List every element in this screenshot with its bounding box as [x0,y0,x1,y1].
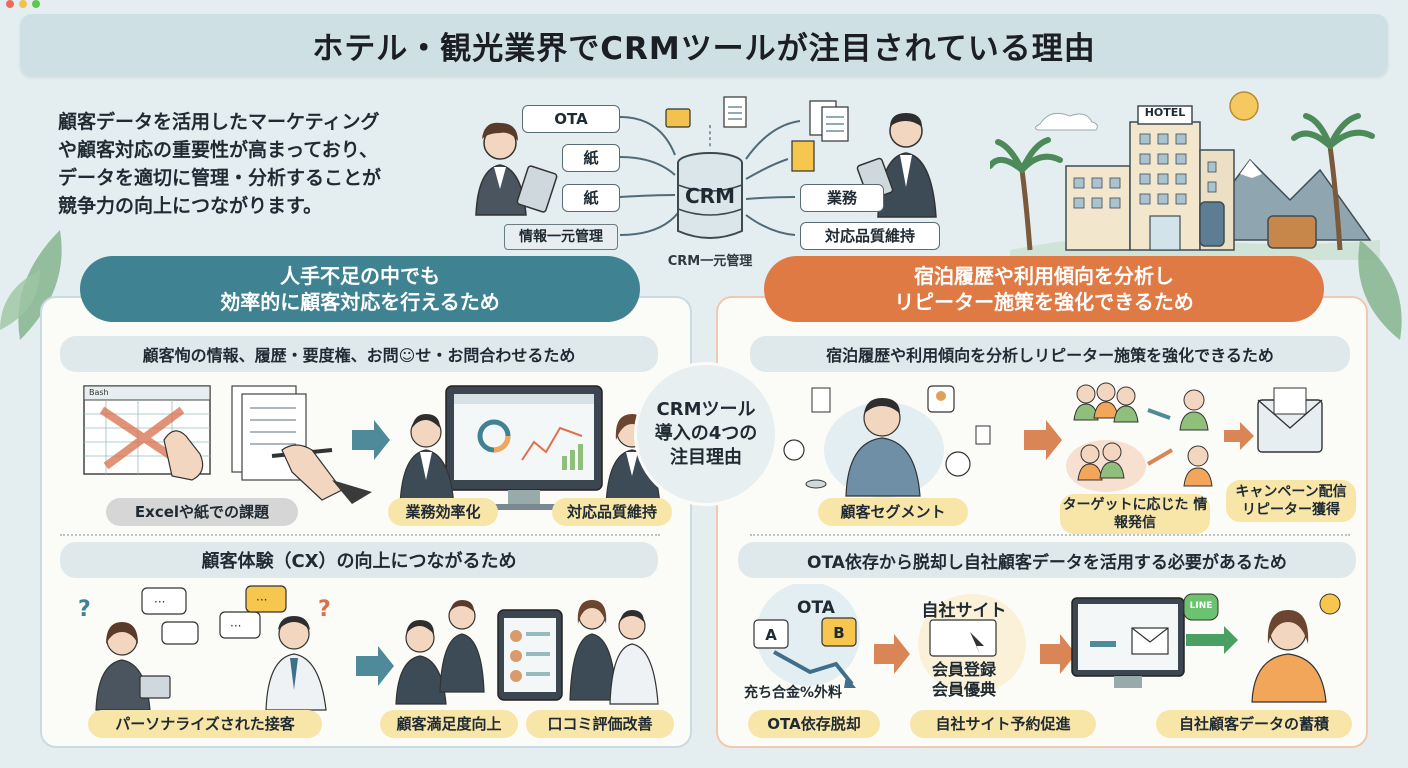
right-sec2-header: OTA依存から脱却し自社顧客データを活用する必要があるため [738,542,1356,578]
title-banner: ホテル・観光業界でCRMツールが注目されている理由 [20,14,1388,76]
db-caption: CRM一元管理 [667,254,753,269]
flow-output-quality: 対応品質維持 [800,222,940,250]
left-sec2-header: 顧客体験（CX）の向上につながるため [60,542,658,578]
fee-text: 充ち合金%外料 [744,685,843,701]
folder-icon [665,108,691,128]
document-icon [723,96,747,128]
window-controls [6,0,40,8]
center-line: CRMツール [656,399,756,420]
close-dot[interactable] [6,0,14,8]
tag-efficiency: 業務効率化 [388,498,498,526]
ota-a-label: A [765,626,777,644]
flow-output-operations: 業務 [800,184,884,212]
efficiency-illustration [83,385,661,510]
suitcase-icon [1199,201,1225,247]
arrow-right-icon [352,420,390,460]
minimize-dot[interactable] [19,0,27,8]
leaf-decoration-icon [1358,240,1402,340]
maximize-dot[interactable] [32,0,40,8]
tag-segment: 顧客セグメント [818,498,968,526]
intro-text: 顧客データを活用したマーケティング や顧客対応の重要性が高まっており、 データを… [58,108,458,220]
left-separator [60,534,660,536]
tag-satisfaction: 顧客満足度向上 [380,710,518,738]
customer-experience-illustration: ? ? ··· ··· ··· [78,585,659,711]
own-site-lines: 会員登録 会員優典 [904,660,1024,700]
tag-personalized: パーソナライズされた接客 [88,710,322,738]
speech-bubble-icon [141,587,187,615]
ota-independence-illustration [753,584,1341,703]
tag-excel-issues: Excelや紙での課題 [106,498,298,526]
customer-group-icon [1066,382,1146,492]
intro-line: 顧客データを活用したマーケティング [58,111,380,133]
decline-arrow-icon [773,650,854,686]
website-icon [929,619,997,657]
line-badge-label: LINE [1189,601,1213,611]
crm-flow-illustration [475,96,937,239]
sun-icon [1229,91,1259,121]
flow-input-ota: OTA [522,105,620,133]
tag-ota-exit: OTA依存脱却 [748,710,880,738]
tag-targeted-info: ターゲットに応じた 情報発信 [1060,494,1210,534]
own-site-title: 自社サイト [921,601,1007,621]
intro-line: データを適切に管理・分析することが [58,167,382,189]
svg-text:?: ? [318,597,331,622]
segmentation-illustration [783,382,1323,498]
flow-label-unified: 情報一元管理 [504,224,618,250]
intro-line: 競争力の向上につながります。 [58,195,323,217]
ota-b-label: B [833,624,845,642]
svg-text:···: ··· [230,619,241,633]
intro-line: や顧客対応の重要性が高まっており、 [58,139,378,161]
ota-title: OTA [797,598,835,618]
svg-text:···: ··· [256,593,267,607]
right-banner-line: 宿泊履歴や利用傾向を分析し [914,264,1174,288]
right-sec1-header: 宿泊履歴や利用傾向を分析しリピーター施策を強化できるため [750,336,1350,372]
flow-input-paper-2: 紙 [562,184,620,212]
coin-icon [783,439,805,461]
smile-emoji-icon [1319,593,1341,615]
arrow-right-icon [1024,420,1062,460]
center-line: 注目理由 [670,447,742,468]
leaf-decoration-icon [0,230,62,340]
tag-campaign: キャンペーン配信 リピーター獲得 [1226,480,1356,522]
tag-reviews: 口コミ評価改善 [526,710,674,738]
document-icon [811,387,831,413]
line-app-icon [1183,593,1219,621]
center-reasons-circle: CRMツール 導入の4つの 注目理由 [634,362,778,506]
crm-database-icon [677,152,743,239]
center-line: 導入の4つの [654,423,758,444]
flow-input-paper-1: 紙 [562,144,620,172]
hotel-sign: HOTEL [1144,106,1186,119]
page-title: ホテル・観光業界でCRMツールが注目されている理由 [312,30,1096,67]
db-label: CRM [685,184,735,208]
network-icon [945,451,971,477]
tag-quality: 対応品質維持 [552,498,672,526]
tag-own-data: 自社顧客データの蓄積 [1156,710,1352,738]
left-banner-line: 人手不足の中でも [280,264,440,288]
luggage-icon [1267,215,1317,249]
sheet-tab-label: Bash [89,388,109,397]
arrow-right-icon [874,634,910,674]
left-banner-line: 効率的に顧客対応を行えるため [220,290,500,314]
staff-woman-icon [475,122,558,216]
svg-text:?: ? [78,597,91,622]
site-line: 会員優典 [931,680,996,699]
hotel-scene-illustration [990,91,1380,260]
arrow-right-icon [356,646,394,686]
right-banner-line: リピーター施策を強化できるため [894,290,1194,314]
svg-text:···: ··· [154,595,165,609]
site-line: 会員登録 [931,660,996,679]
left-sec1-header: 顧客恂の情報、履歴・要度権、お問☺せ・お問合わせるため [60,336,658,372]
tag-own-site: 自社サイト予約促進 [910,710,1096,738]
right-banner: 宿泊履歴や利用傾向を分析し リピーター施策を強化できるため [764,256,1324,322]
left-banner: 人手不足の中でも 効率的に顧客対応を行えるため [80,256,640,322]
right-separator [750,534,1350,536]
